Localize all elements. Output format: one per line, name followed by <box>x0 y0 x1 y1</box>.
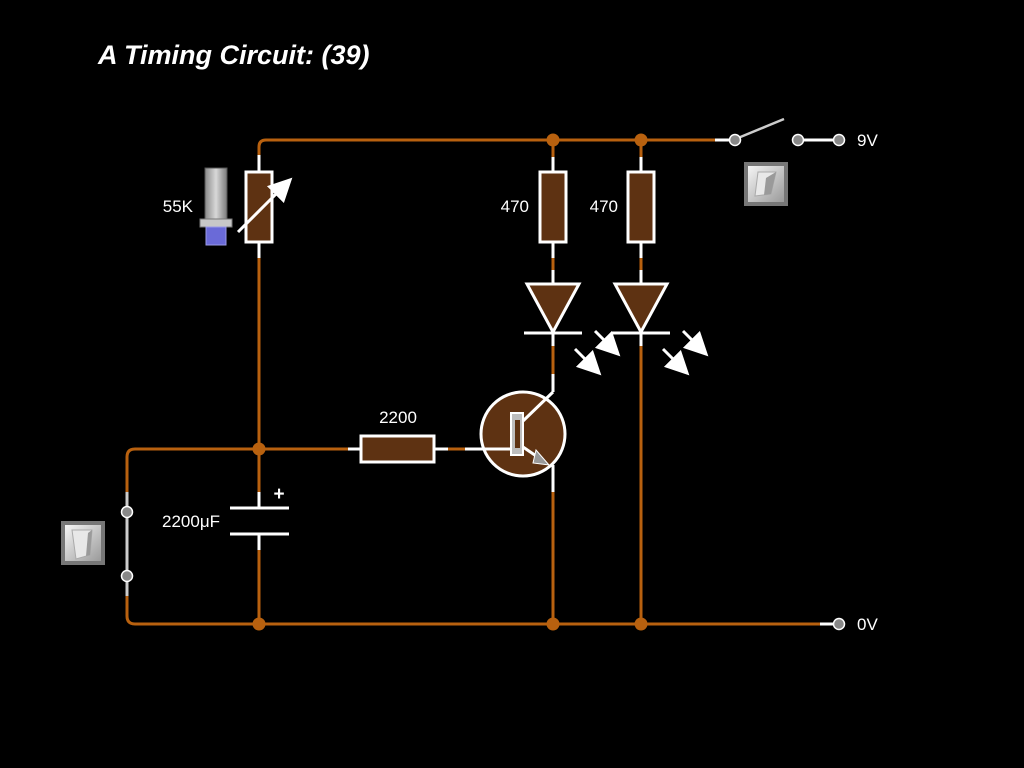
led-right <box>612 270 709 376</box>
ground-terminal <box>820 617 846 631</box>
slider-knob-icon[interactable] <box>199 167 233 246</box>
junction-dot <box>634 133 648 147</box>
r1-label: 470 <box>501 197 529 216</box>
supply-switch-contacts <box>715 117 846 147</box>
junction-dot <box>634 617 648 631</box>
npn-transistor <box>465 374 567 492</box>
junction-dot <box>546 133 560 147</box>
light-ray-icon <box>681 329 709 357</box>
resistor-470-left: 470 <box>501 157 568 258</box>
electrolytic-capacitor: + 2200μF <box>162 484 289 550</box>
junctions <box>252 133 648 631</box>
led-left <box>524 270 621 376</box>
reset-switch-contacts <box>120 492 134 596</box>
junction-dot <box>546 617 560 631</box>
resistor-470-right: 470 <box>590 157 656 258</box>
wires <box>125 138 820 626</box>
light-ray-icon <box>593 329 621 357</box>
pot-label: 55K <box>163 197 194 216</box>
bottom-rail-wire <box>125 596 820 626</box>
rbase-label: 2200 <box>379 408 417 427</box>
top-rail-wire <box>257 138 715 155</box>
cap-polarity-label: + <box>273 484 284 505</box>
cap-label: 2200μF <box>162 512 220 531</box>
light-ray-icon <box>573 347 602 376</box>
toggle-switch-icon[interactable] <box>61 521 105 565</box>
junction-dot <box>252 442 266 456</box>
junction-dot <box>252 617 266 631</box>
variable-resistor: 55K <box>163 155 293 258</box>
left-upper-wire <box>125 447 259 492</box>
resistor-2200: 2200 <box>348 408 448 464</box>
toggle-switch-icon[interactable] <box>744 162 788 206</box>
supply-negative-label: 0V <box>857 615 878 634</box>
light-ray-icon <box>661 347 690 376</box>
page-title: A Timing Circuit: (39) <box>98 40 370 70</box>
r2-label: 470 <box>590 197 618 216</box>
supply-positive-label: 9V <box>857 131 878 150</box>
variable-arrow-icon <box>236 177 293 234</box>
